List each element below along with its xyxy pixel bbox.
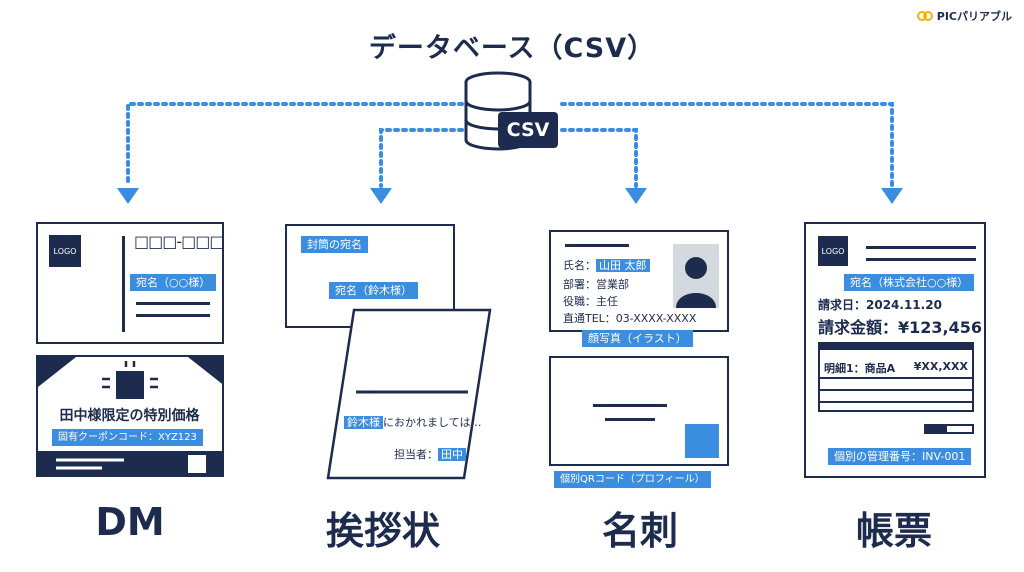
dm-line xyxy=(136,302,210,305)
csv-label: CSV xyxy=(506,119,550,141)
qr-code-icon xyxy=(685,424,719,458)
person-icon xyxy=(676,257,716,308)
label-invoice: 帳票 xyxy=(855,509,932,553)
dm-postcard: LOGO □□□-□□□ 宛名（○○様） xyxy=(36,222,224,344)
arrow-line-invoice xyxy=(560,102,894,188)
arrow-line-greeting xyxy=(379,128,464,188)
face-photo xyxy=(673,244,719,308)
staff-label: 担当者： xyxy=(394,448,438,461)
arrow-line-dm xyxy=(126,102,464,188)
card-dept: 部署：営業部 xyxy=(563,278,629,291)
greeting-letter xyxy=(326,308,492,480)
dm-address: 宛名（○○様） xyxy=(130,274,217,291)
arrow-line-card xyxy=(560,128,638,188)
dm-coupon-code: 固有クーポンコード：XYZ123 xyxy=(52,429,203,446)
card-line xyxy=(565,244,629,247)
card-back-line xyxy=(605,418,655,421)
invoice-manage-no: 個別の管理番号：INV-001 xyxy=(828,448,972,465)
envelope-label: 封筒の宛名 xyxy=(301,236,368,253)
dm-line xyxy=(136,314,210,317)
invoice-logo: LOGO xyxy=(818,236,848,266)
dm-flyer: 田中様限定の特別価格 固有クーポンコード：XYZ123 xyxy=(36,355,224,477)
arrow-head-greeting xyxy=(370,188,392,204)
dm-logo: LOGO xyxy=(49,235,81,267)
envelope-addressee: 宛名（鈴木様） xyxy=(329,282,418,299)
staff-name: 田中 xyxy=(438,448,466,461)
card-name: 山田 太郎 xyxy=(596,259,650,272)
dm-flyer-graphic xyxy=(38,357,222,475)
card-title: 役職：主任 xyxy=(563,295,618,308)
label-dm: DM xyxy=(95,500,165,544)
database-icon xyxy=(464,71,558,151)
invoice-address: 宛名（株式会社○○様） xyxy=(844,274,975,291)
letter-salutation: 鈴木様におかれましては… xyxy=(344,414,481,431)
invoice-line xyxy=(866,246,976,249)
letter-staff: 担当者：田中 xyxy=(394,446,466,463)
dm-divider xyxy=(122,236,125,332)
dm-postal-boxes: □□□-□□□ xyxy=(134,232,224,251)
brand-mark-icon xyxy=(916,11,933,21)
card-tel: 直通TEL：03-XXXX-XXXX xyxy=(563,312,697,325)
label-greeting: 挨拶状 xyxy=(325,509,440,553)
detail-item: 明細1：商品A xyxy=(824,362,896,375)
salutation-text: におかれましては… xyxy=(383,416,482,429)
business-card-front: 氏名：山田 太郎 部署：営業部 役職：主任 直通TEL：03-XXXX-XXXX xyxy=(549,230,729,332)
salutation-name: 鈴木様 xyxy=(344,416,383,429)
arrow-head-invoice xyxy=(881,188,903,204)
card-qr-note: 個別QRコード（プロフィール） xyxy=(554,471,711,488)
brand-logo: PICパリアブル xyxy=(916,8,1012,24)
invoice-line xyxy=(866,258,976,261)
card-back-line xyxy=(593,404,667,407)
dm-special-offer: 田中様限定の特別価格 xyxy=(59,408,200,424)
card-name-row: 氏名：山田 太郎 xyxy=(563,257,650,274)
invoice-amount: 請求金額：¥123,456 xyxy=(818,318,983,337)
label-business-card: 名刺 xyxy=(601,509,678,553)
business-card-back xyxy=(549,356,729,466)
card-name-label: 氏名： xyxy=(563,259,596,272)
page-title: データベース（CSV） xyxy=(368,33,656,64)
card-photo-note: 顔写真（イラスト） xyxy=(582,330,693,347)
invoice-document: LOGO 宛名（株式会社○○様） 請求日：2024.11.20 請求金額：¥12… xyxy=(804,222,986,478)
invoice-progress xyxy=(924,424,974,434)
invoice-detail-table: 明細1：商品A ¥XX,XXX xyxy=(818,342,974,412)
invoice-date: 請求日：2024.11.20 xyxy=(818,298,942,312)
brand-name: PICパリアブル xyxy=(936,10,1012,23)
arrow-head-dm xyxy=(117,188,139,204)
detail-price: ¥XX,XXX xyxy=(913,360,968,373)
arrow-head-card xyxy=(625,188,647,204)
